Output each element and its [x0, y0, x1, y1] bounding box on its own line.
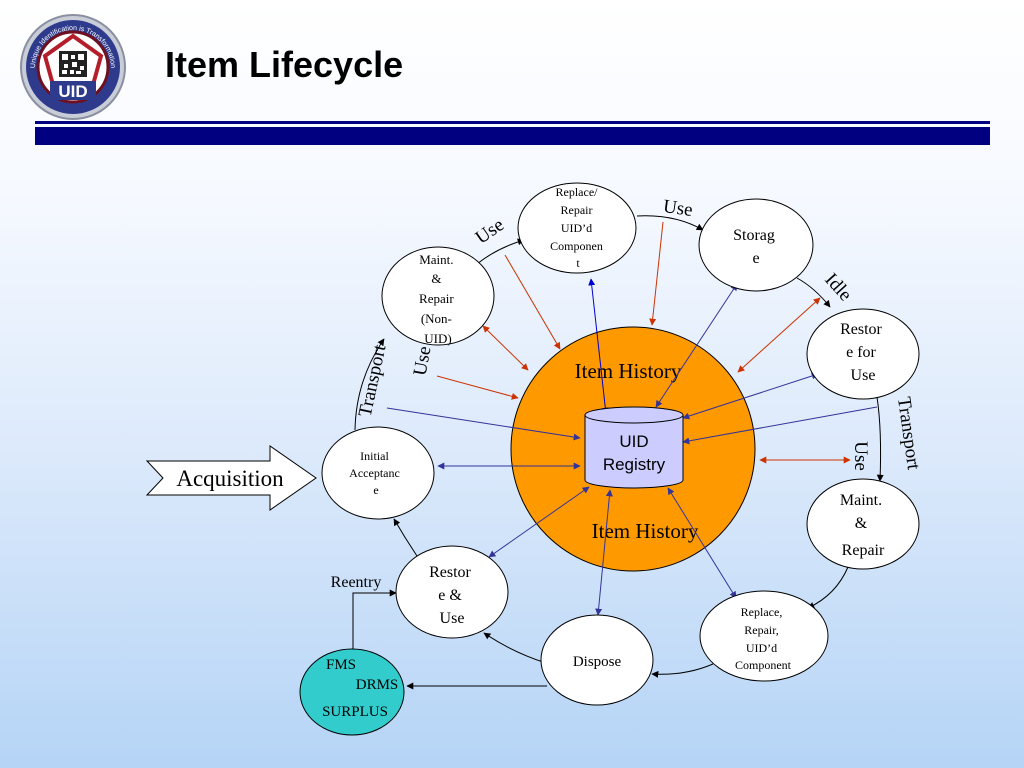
arrow-transport-registry	[386, 407, 581, 441]
node-maint-nonuid	[381, 246, 495, 346]
node-restore-for-use-label: Restor e for Use	[840, 321, 886, 384]
arrow-maint-to-replace	[476, 238, 525, 265]
edge-label-use-right: Use	[850, 441, 871, 471]
node-storage-label: Storag e	[733, 227, 779, 267]
node-restore-use	[395, 545, 509, 639]
arrow-registry-dispose	[595, 489, 613, 616]
node-maint-repair	[806, 478, 920, 570]
arrow-maint-to-replace-bottom	[807, 566, 849, 609]
node-replace-top	[517, 182, 637, 274]
logo-acronym: UID	[58, 82, 87, 101]
title-rule-thick	[35, 127, 990, 145]
arrow-restore-for-use-registry	[682, 372, 819, 420]
node-replace-top-label: Replace/ Repair UID’d Componen t	[550, 185, 606, 270]
arrow-maint-core	[482, 325, 529, 371]
arrow-reentry	[352, 589, 397, 650]
arrow-idle-core	[737, 297, 821, 373]
arrow-replace-to-storage	[636, 215, 704, 231]
arrow-dispose-to-restore	[483, 632, 547, 664]
arrow-use-right-core	[649, 221, 664, 326]
slide-title: Item Lifecycle	[165, 44, 404, 85]
node-restore-for-use	[806, 308, 920, 400]
item-history-label-bottom: Item History	[592, 519, 699, 543]
arrow-restore-to-initial	[393, 518, 418, 557]
surplus-drms-label: DRMS	[356, 677, 399, 693]
edge-label-use-top-right: Use	[662, 196, 694, 221]
arrow-registry-replace-bottom	[667, 487, 737, 599]
arrow-storage-to-restore	[796, 277, 831, 308]
arrow-storage-registry	[655, 283, 738, 408]
registry-label-line2: Registry	[603, 455, 666, 474]
arrow-registry-restore-use	[488, 486, 590, 558]
node-maint-nonuid-label: Maint. & Repair (Non- UID)	[419, 252, 457, 346]
edge-label-reentry: Reentry	[331, 574, 382, 591]
edge-label-transport-right: Transport	[893, 396, 924, 472]
title-rule-thin	[35, 121, 990, 124]
node-restore-use-label: Restor e & Use	[429, 564, 475, 627]
node-initial-acceptance-label: Initial Acceptanc e	[349, 449, 403, 497]
node-dispose	[540, 614, 654, 706]
edge-label-use-top-left: Use	[472, 214, 508, 248]
connector-arrows	[352, 215, 884, 690]
arrow-use-left-core	[436, 375, 519, 400]
acquisition-label: Acquisition	[176, 466, 284, 491]
node-dispose-label: Dispose	[573, 654, 622, 670]
node-replace-bottom	[699, 590, 829, 682]
node-initial-acceptance	[321, 426, 435, 520]
acquisition-arrow: Acquisition	[145, 445, 317, 511]
item-history-label-top: Item History	[575, 359, 682, 383]
uid-registry: UID Registry	[584, 406, 684, 489]
registry-label-line1: UID	[619, 432, 648, 451]
surplus-surplus-label: SURPLUS	[322, 704, 388, 720]
arrow-initial-to-maint	[354, 338, 385, 431]
arrow-transport-right-registry	[682, 406, 878, 445]
arrow-replace-registry	[588, 278, 609, 415]
arrow-replace-to-dispose	[651, 663, 714, 678]
surplus-fms-label: FMS	[326, 657, 356, 673]
node-storage	[698, 198, 814, 292]
arrow-use-top-core	[504, 254, 561, 350]
edge-label-use-left: Use	[410, 345, 436, 378]
node-replace-bottom-label: Replace, Repair, UID’d Component	[735, 605, 792, 672]
node-maint-repair-label: Maint. & Repair	[840, 492, 886, 559]
node-surplus	[299, 648, 405, 736]
uid-logo: UID Unique Identification is Transformat…	[20, 14, 126, 120]
edge-label-transport-left: Transport	[355, 342, 391, 419]
edge-label-idle: Idle	[820, 269, 855, 305]
arrow-restore-to-maint	[876, 396, 884, 482]
